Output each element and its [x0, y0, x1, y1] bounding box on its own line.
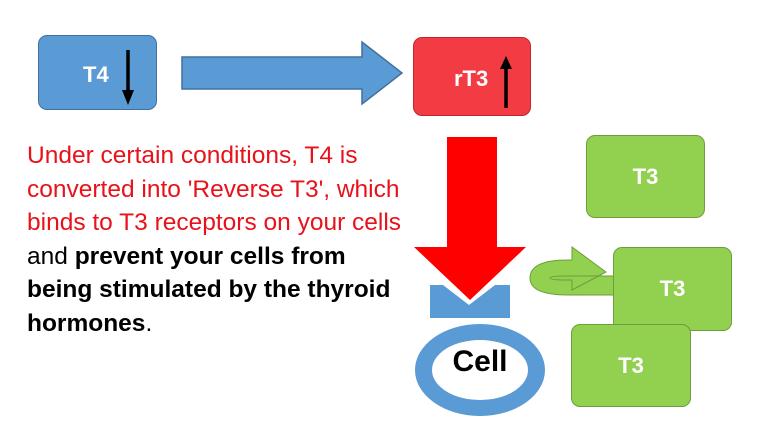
t3-label: T3 — [632, 163, 659, 189]
caption-period: . — [145, 309, 153, 337]
caption-and-word: and — [27, 242, 75, 270]
t3-box: T3 — [586, 135, 705, 218]
up-arrow-icon — [500, 56, 512, 108]
caption-red-text: Under certain conditions, T4 is converte… — [27, 142, 402, 236]
t4-box: T4 — [38, 35, 157, 110]
t4-label: T4 — [83, 62, 109, 87]
cell-label: Cell — [452, 345, 508, 378]
explanation-text: Under certain conditions, T4 is converte… — [27, 139, 407, 340]
t3-box: T3 — [613, 247, 732, 331]
t3-label: T3 — [618, 352, 644, 378]
down-arrow-icon — [122, 50, 134, 105]
curved-green-arrow — [529, 246, 641, 296]
rt3-box: rT3 — [413, 37, 531, 116]
t3-label: T3 — [659, 276, 686, 301]
rt3-label: rT3 — [454, 66, 489, 91]
t3-receptor — [430, 285, 510, 318]
binding-arrow — [414, 137, 526, 300]
cell-interior — [432, 340, 528, 400]
conversion-arrow — [181, 40, 404, 106]
t3-box: T3 — [571, 324, 691, 407]
caption-bold-text: prevent your cells from being stimulated… — [27, 242, 391, 337]
